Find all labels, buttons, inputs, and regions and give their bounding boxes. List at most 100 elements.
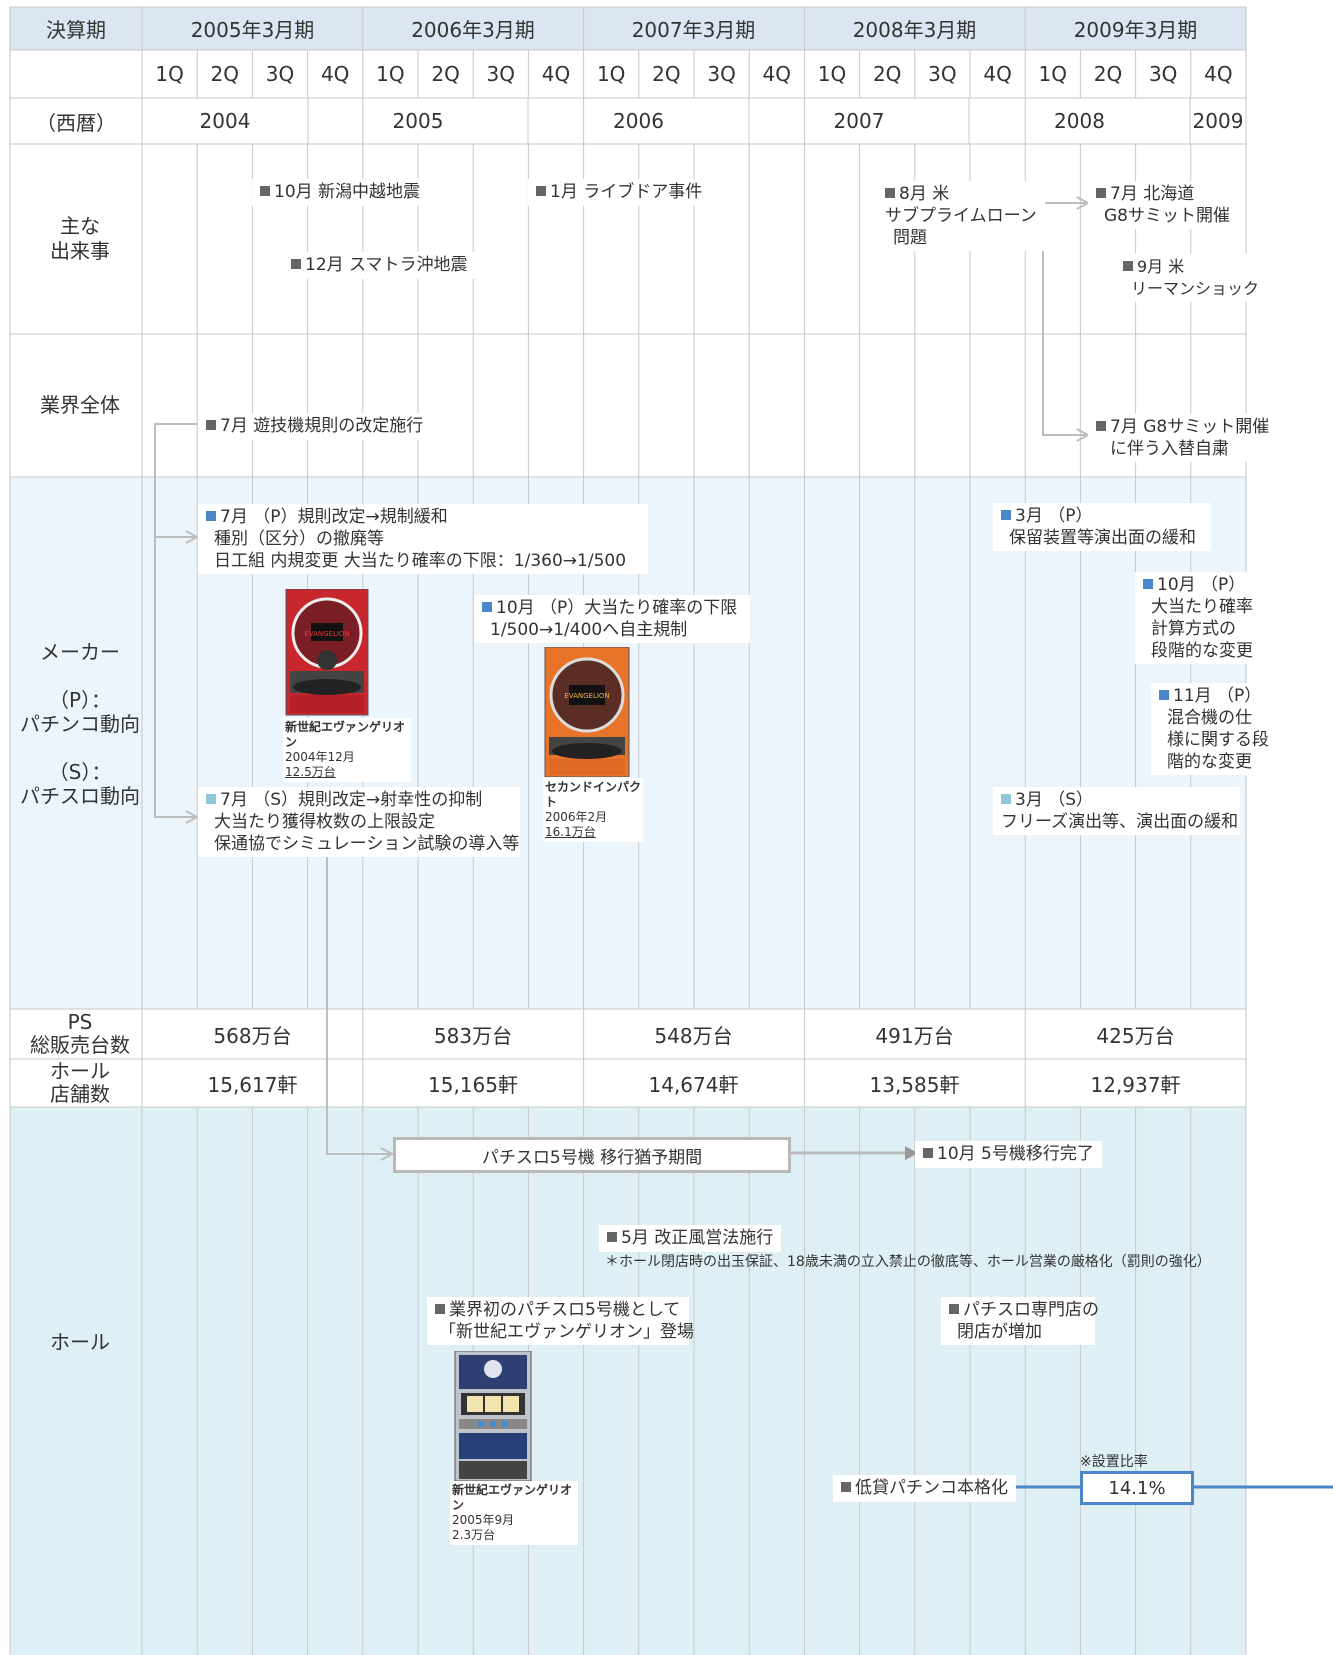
quarter-cell: 2Q: [652, 62, 681, 86]
quarter-cell: 3Q: [486, 62, 516, 86]
bullet-icon: [1001, 510, 1011, 520]
year-2009: 2009: [1192, 109, 1244, 133]
quarter-cell: 1Q: [155, 62, 184, 86]
bracket-line-rules: [154, 423, 197, 818]
maker-p-hold-device: 3月 （P） 保留装置等演出面の緩和: [993, 503, 1211, 551]
events-row-label: 主な出来事: [50, 214, 110, 263]
bullet-icon: [885, 188, 895, 198]
arrowhead-transition-left: [380, 1147, 395, 1161]
bullet-icon: [607, 1232, 617, 1242]
quarter-cell: 3Q: [928, 62, 957, 86]
event-subprime: 8月 米 サブプライムローン 問題: [877, 181, 1045, 251]
quarter-cell: 3Q: [1148, 62, 1178, 86]
bullet-icon: [1159, 690, 1169, 700]
ps-sales-2005: 568万台: [213, 1023, 292, 1048]
header-band: [10, 7, 1246, 50]
arrowhead-s: [185, 810, 200, 824]
machine1-caption: 新世紀エヴァンゲリオン 2004年12月 12.5万台: [283, 718, 411, 782]
bullet-icon: [260, 186, 270, 196]
year-label: （西暦）: [36, 110, 116, 135]
ps-sales-2009: 425万台: [1096, 1023, 1175, 1048]
hall-count-2006: 15,165軒: [428, 1072, 518, 1097]
bullet-icon: [1001, 794, 1011, 804]
bullet-icon: [923, 1148, 933, 1158]
arrowhead-transition-right: [905, 1146, 918, 1160]
hall-row-label: ホール: [50, 1329, 110, 1354]
machine3-caption: 新世紀エヴァンゲリオン 2005年9月 2.3万台: [450, 1481, 578, 1545]
hall-transition-complete: 10月 5号機移行完了: [915, 1141, 1102, 1168]
bullet-icon: [206, 794, 216, 804]
period-2007: 2007年3月期: [631, 18, 756, 42]
pachinko-machine-image-second-impact: EVANGELION: [544, 646, 630, 778]
quarter-cell: 3Q: [265, 62, 295, 86]
hall-count-2007: 14,674軒: [648, 1072, 739, 1097]
maker-p-rule-revision: 7月 （P）規則改定→規制緩和 種別（区分）の撤廃等 日工組 内規変更 大当たり…: [198, 504, 648, 574]
ps-sales-2008: 491万台: [875, 1023, 954, 1048]
event-niigata-earthquake: 10月 新潟中越地震: [252, 179, 429, 206]
bullet-icon: [435, 1304, 445, 1314]
ps-sales-2006: 583万台: [433, 1023, 513, 1048]
maker-s-freeze-effect: 3月 （S） フリーズ演出等、演出面の緩和: [993, 787, 1240, 835]
bullet-icon: [206, 420, 216, 430]
period-2008: 2008年3月期: [852, 18, 977, 42]
eva-logo: EVANGELION: [564, 692, 609, 700]
industry-row-label: 業界全体: [40, 393, 120, 417]
period-2005: 2005年3月期: [190, 18, 315, 42]
quarter-cell: 2Q: [1093, 62, 1123, 86]
arrowhead-p: [185, 530, 200, 544]
quarter-cell: 4Q: [762, 62, 792, 86]
year-2006: 2006: [613, 109, 664, 133]
bullet-icon: [482, 602, 492, 612]
hall-first-5th-gen: 業界初のパチスロ5号機として 「新世紀エヴァンゲリオン」登場: [427, 1297, 694, 1345]
settlement-label: 決算期: [46, 18, 106, 42]
bullet-icon: [291, 259, 301, 269]
year-2008: 2008: [1054, 109, 1105, 133]
year-2005: 2005: [392, 109, 444, 133]
period-2006: 2006年3月期: [411, 18, 535, 42]
ps-sales-2007: 548万台: [654, 1023, 733, 1048]
year-2007: 2007: [833, 109, 885, 133]
event-lehman-shock: 9月 米 リーマンショック: [1115, 254, 1268, 302]
quarter-cell: 4Q: [983, 62, 1012, 86]
quarter-cell: 4Q: [320, 62, 350, 86]
year-2004: 2004: [199, 109, 251, 133]
hall-law-detail: ＊ホール閉店時の出玉保証、18歳未満の立入禁止の徹底等、ホール営業の厳格化（罰則…: [605, 1254, 1211, 1270]
maker-row-label: メーカー （P）： パチンコ動向 （S）： パチスロ動向: [20, 640, 140, 808]
period-2009: 2009年3月期: [1073, 18, 1198, 42]
bullet-icon: [1123, 261, 1133, 271]
maker-s-rule-revision: 7月 （S）規則改定→射幸性の抑制 大当たり獲得枚数の上限設定 保通協でシミュレ…: [198, 787, 520, 857]
maker-p-probability-limit: 10月 （P）大当たり確率の下限 1/500→1/400へ自主規制: [474, 595, 750, 643]
quarter-cell: 1Q: [1038, 62, 1068, 86]
bullet-icon: [536, 186, 546, 196]
bullet-icon: [1096, 421, 1106, 431]
eva-logo: EVANGELION: [304, 630, 349, 638]
event-livedoor: 1月 ライブドア事件: [528, 179, 711, 206]
pachinko-machine-image-eva: EVANGELION: [284, 588, 370, 719]
transition-period-box: パチスロ5号機 移行猶予期間: [393, 1137, 791, 1173]
bullet-icon: [1143, 579, 1153, 589]
hall-count-2008: 13,585軒: [869, 1072, 960, 1097]
hall-count-2009: 12,937軒: [1090, 1072, 1181, 1097]
quarter-cell: 2Q: [210, 62, 240, 86]
industry-rule-revision: 7月 遊技機規則の改定施行: [198, 413, 432, 440]
quarter-cell: 2Q: [431, 62, 460, 86]
event-sumatra-earthquake: 12月 スマトラ沖地震: [283, 252, 476, 279]
hall-band: [10, 1107, 1246, 1655]
quarter-cell: 1Q: [817, 62, 847, 86]
industry-g8-restraint: 7月 G8サミット開催 に伴う入替自粛: [1088, 414, 1278, 462]
hall-closures: パチスロ専門店の 閉店が増加: [941, 1297, 1099, 1345]
hall-low-rate-pachinko: 低貸パチンコ本格化: [833, 1475, 1016, 1502]
bullet-icon: [841, 1482, 851, 1492]
quarter-cell: 4Q: [1204, 62, 1233, 86]
quarter-cell: 1Q: [596, 62, 626, 86]
event-g8-summit: 7月 北海道 G8サミット開催: [1088, 181, 1238, 229]
quarter-cell: 1Q: [376, 62, 405, 86]
bullet-icon: [206, 511, 216, 521]
maker-p-mixed-machine: 11月 （P） 混合機の仕 様に関する段 階的な変更: [1151, 683, 1271, 775]
hall-amusement-law: 5月 改正風営法施行: [599, 1225, 782, 1252]
transition-line-left: [326, 856, 392, 1155]
quarter-cell: 3Q: [707, 62, 736, 86]
installation-ratio-note: ※設置比率: [1080, 1454, 1148, 1470]
